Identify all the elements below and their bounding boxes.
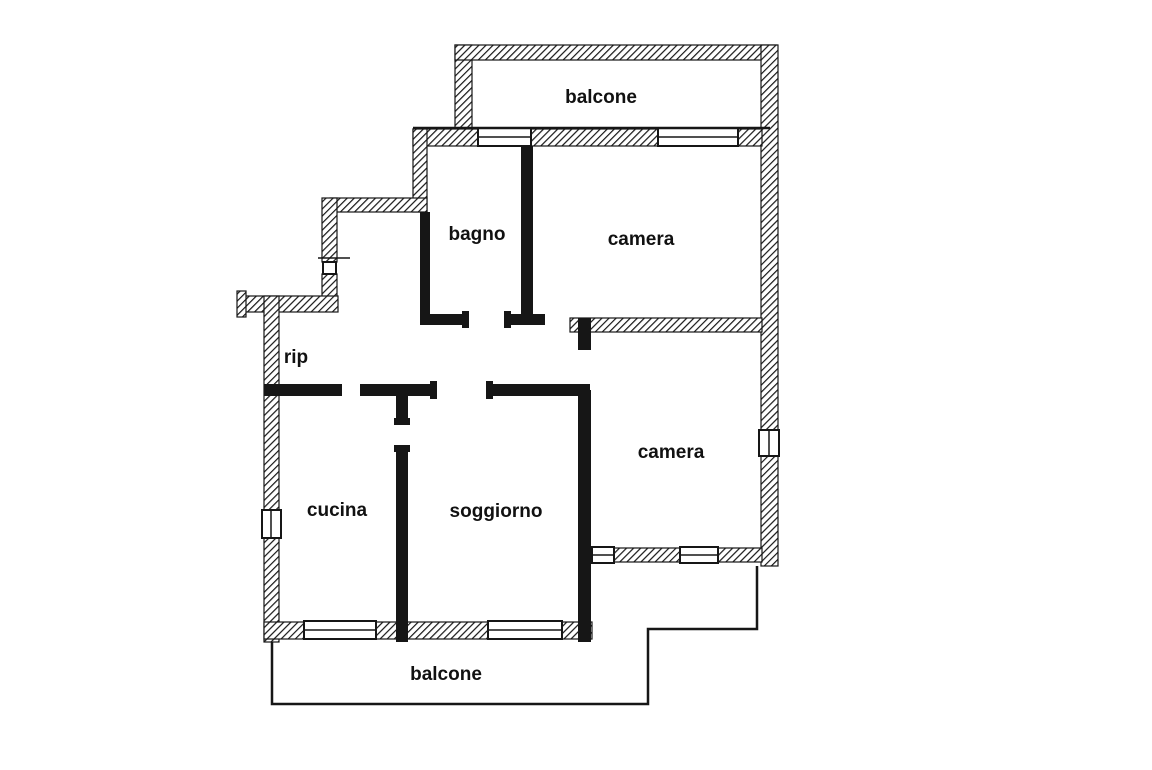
window-icon: [303, 620, 377, 640]
room-labels: balcone bagno camera rip camera cucina s…: [284, 87, 705, 685]
room-label-rip: rip: [284, 347, 308, 368]
wall-left-upper: [263, 295, 280, 511]
door-jamb-hall-right: [486, 381, 493, 399]
wall-bottom-a: [263, 621, 305, 640]
door-jamb-cucina-top: [394, 418, 410, 425]
wall-bagno-left-lower: [420, 212, 430, 325]
interior-walls: [264, 146, 591, 642]
room-label-soggiorno: soggiorno: [450, 501, 543, 522]
wall-bagno-camera-divider: [521, 146, 533, 325]
door-jamb-bagno-right: [504, 311, 511, 328]
window-icon: [679, 546, 719, 564]
wall-soggiorno-divider-lower: [578, 555, 591, 642]
wall-camera-top-bottom: [569, 317, 763, 333]
wall-bottom-b: [375, 621, 489, 640]
door-jamb-cucina-bottom: [394, 445, 410, 452]
wall-cucina-divider-upper: [396, 390, 408, 424]
window-icon: [591, 546, 615, 564]
door-opening-icon: [322, 261, 337, 275]
wall-bagno-bottom-left: [420, 314, 468, 325]
wall-right-lower: [760, 455, 779, 567]
room-label-balcone-bottom: balcone: [410, 664, 482, 685]
exterior-walls: [236, 44, 779, 643]
wall-rip-top: [239, 295, 339, 313]
room-label-balcone-top: balcone: [565, 87, 637, 108]
wall-rip-bottom: [264, 384, 342, 396]
wall-rip-cap: [236, 290, 247, 318]
window-icon: [487, 620, 563, 640]
wall-balcony-top: [454, 44, 778, 61]
room-label-cucina: cucina: [307, 500, 368, 521]
wall-right-upper: [760, 44, 779, 431]
room-label-bagno: bagno: [449, 224, 506, 245]
balcony-bottom-outline: [270, 566, 759, 706]
wall-top-c: [737, 128, 763, 147]
wall-step-horizontal: [329, 197, 428, 213]
window-icon: [657, 127, 739, 147]
wall-step-vertical-1: [321, 197, 338, 263]
room-label-camera-bottom: camera: [638, 442, 705, 463]
window-icon: [261, 509, 282, 539]
wall-hall-right: [486, 384, 590, 396]
wall-soggiorno-divider-upper: [578, 390, 591, 555]
door-jamb-bagno-left: [462, 311, 469, 328]
door-jamb-camera-top: [578, 318, 591, 350]
wall-top-b: [530, 128, 659, 147]
window-icon: [758, 429, 780, 457]
room-label-camera-top: camera: [608, 229, 675, 250]
wall-cucina-divider-lower: [396, 452, 408, 642]
balcony-outlines: [270, 126, 770, 706]
window-icon: [477, 127, 532, 147]
windows: [261, 127, 780, 640]
door-jamb-hall-left: [430, 381, 437, 399]
